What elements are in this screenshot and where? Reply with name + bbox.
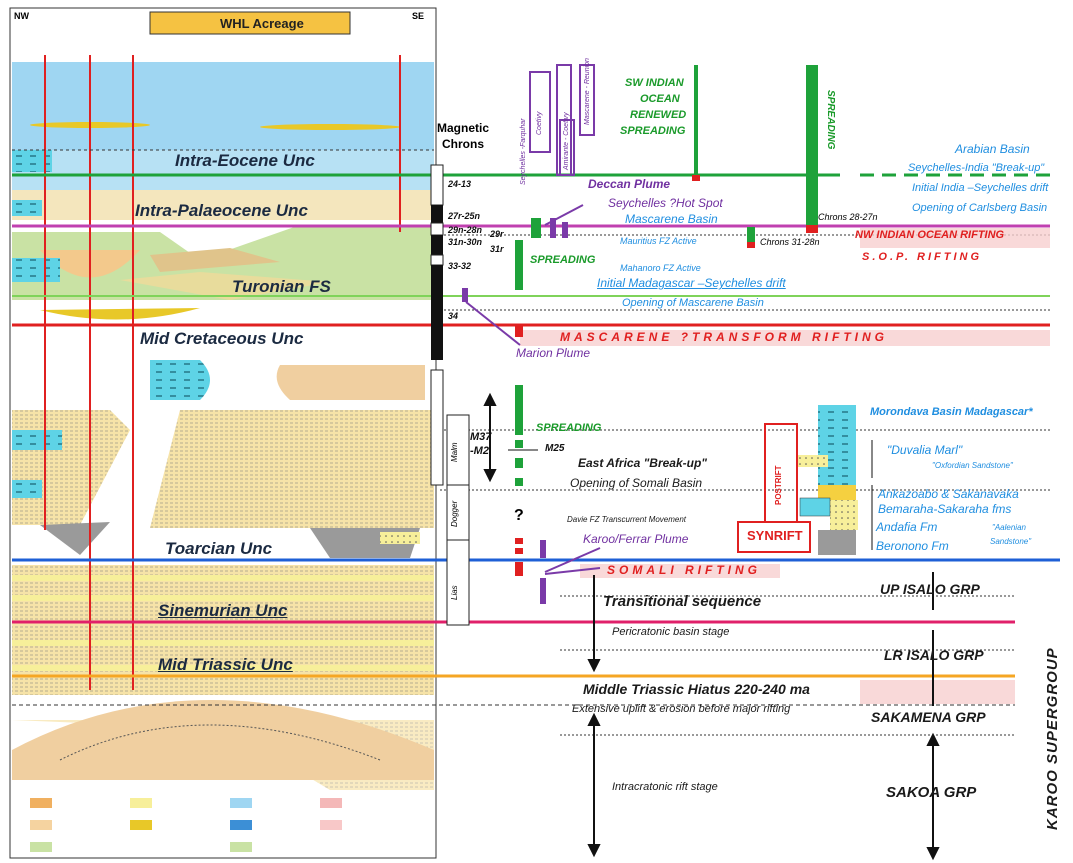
sw-indian-1: SW INDIAN	[625, 78, 684, 89]
unc-intra-eocene: Intra-Eocene Unc	[175, 152, 315, 169]
bracket-lias: Lias	[451, 585, 459, 600]
karoo-supergroup: KAROO SUPERGROUP	[1045, 647, 1060, 830]
pericratonic: Pericratonic basin stage	[612, 627, 729, 638]
spreading-vertical: SPREADING	[825, 90, 835, 149]
vbox-label: Mascarene - Reunion	[584, 58, 591, 125]
vbox-label: Amirante - Coetivy	[563, 112, 570, 170]
seychelles-india: Seychelles-India "Break-up"	[908, 163, 1044, 174]
ankazoabo: Ankazoabo & Sakanavaka	[878, 488, 1019, 500]
davie-fz: Davie FZ Transcurrent Movement	[567, 516, 686, 524]
mauritius-fz: Mauritius FZ Active	[620, 237, 697, 246]
synrift-label: SYNRIFT	[747, 529, 803, 542]
morondava: Morondava Basin Madagascar*	[870, 407, 1033, 418]
beronono: Beronono Fm	[876, 540, 949, 552]
m-label: M25	[545, 444, 564, 454]
seychelles-hotspot: Seychelles ?Hot Spot	[608, 197, 723, 209]
nw-indian-rifting: NW INDIAN OCEAN RIFTING	[855, 230, 1004, 241]
opening-mascarene: Opening of Mascarene Basin	[622, 298, 764, 309]
arabian-basin: Arabian Basin	[955, 143, 1030, 155]
aalenian: "Aalenian	[992, 524, 1026, 532]
transitional-sequence: Transitional sequence	[603, 594, 761, 609]
opening-somali: Opening of Somali Basin	[570, 477, 702, 489]
somali-rifting: SOMALI RIFTING	[607, 564, 761, 576]
aalenian-2: Sandstone"	[990, 538, 1031, 546]
extensive-uplift: Extensive uplift & erosion before major …	[572, 704, 790, 715]
postrift-label: POSTRIFT	[775, 465, 783, 505]
chron-title: Magnetic	[437, 122, 489, 134]
bracket-dogger: Dogger	[451, 501, 459, 527]
sakamena: SAKAMENA GRP	[871, 710, 986, 724]
unc-mid-triassic: Mid Triassic Unc	[158, 656, 293, 673]
east-africa: East Africa "Break-up"	[578, 457, 707, 469]
marion-plume: Marion Plume	[516, 347, 590, 359]
unc-mid-cretaceous: Mid Cretaceous Unc	[140, 330, 303, 347]
triassic-hiatus: Middle Triassic Hiatus 220-240 ma	[583, 682, 810, 696]
opening-carlsberg: Opening of Carlsberg Basin	[912, 203, 1047, 214]
spreading-1: SPREADING	[530, 255, 595, 266]
m-label: -M2	[470, 446, 489, 457]
bracket-malm: Malm	[451, 442, 459, 462]
chrons-31-28: Chrons 31-28n	[760, 238, 820, 247]
unc-intra-palaeocene: Intra-Palaeocene Unc	[135, 202, 308, 219]
unc-toarcian: Toarcian Unc	[165, 540, 272, 557]
sw-indian-3: RENEWED	[630, 110, 686, 121]
up-isalo: UP ISALO GRP	[880, 582, 980, 596]
mascarene-transform: MASCARENE ?TRANSFORM RIFTING	[560, 331, 888, 343]
chrons-28-27: Chrons 28-27n	[818, 213, 878, 222]
acreage-header: WHL Acreage	[220, 17, 304, 30]
unc-turonian: Turonian FS	[232, 278, 331, 295]
sw-indian-2: OCEAN	[640, 94, 680, 105]
sakoa: SAKOA GRP	[886, 785, 976, 800]
andafia: Andafia Fm	[876, 521, 937, 533]
sw-indian-4: SPREADING	[620, 126, 685, 137]
mahanoro-fz: Mahanoro FZ Active	[620, 264, 701, 273]
intracratonic: Intracratonic rift stage	[612, 782, 718, 793]
spreading-bar	[806, 65, 818, 225]
vbox-label: Seychelles -Farquhar	[520, 118, 527, 185]
initial-india: Initial India –Seychelles drift	[912, 183, 1048, 194]
sop-rifting: S.O.P. RIFTING	[862, 252, 982, 263]
karoo-plume: Karoo/Ferrar Plume	[583, 533, 688, 545]
chron-label: 29r	[490, 230, 504, 239]
spreading-2: SPREADING	[536, 423, 601, 434]
chron-title-2: Chrons	[442, 138, 484, 150]
chron-label: 34	[448, 312, 458, 321]
chron-label: 24-13	[448, 180, 471, 189]
chron-label: 33-32	[448, 262, 471, 271]
mascarene-basin: Mascarene Basin	[625, 213, 718, 225]
chron-label: 27r-25n	[448, 212, 480, 221]
duvalia: "Duvalia Marl"	[887, 444, 962, 456]
bemaraha: Bemaraha-Sakaraha fms	[878, 503, 1011, 515]
se-tag: SE	[412, 12, 424, 21]
oxfordian: "Oxfordian Sandstone"	[932, 462, 1013, 470]
initial-madagascar: Initial Madagascar –Seychelles drift	[597, 277, 786, 289]
lr-isalo: LR ISALO GRP	[884, 648, 984, 662]
chron-label: 31r	[490, 245, 504, 254]
chron-label: 31n-30n	[448, 238, 482, 247]
unc-sinemurian: Sinemurian Unc	[158, 602, 287, 619]
chron-label: 29n-28n	[448, 226, 482, 235]
deccan-plume: Deccan Plume	[588, 178, 670, 190]
nw-tag: NW	[14, 12, 29, 21]
m-label: M37	[470, 432, 491, 443]
question-mark: ?	[514, 508, 524, 524]
vbox-label: Coetivy	[536, 112, 543, 135]
